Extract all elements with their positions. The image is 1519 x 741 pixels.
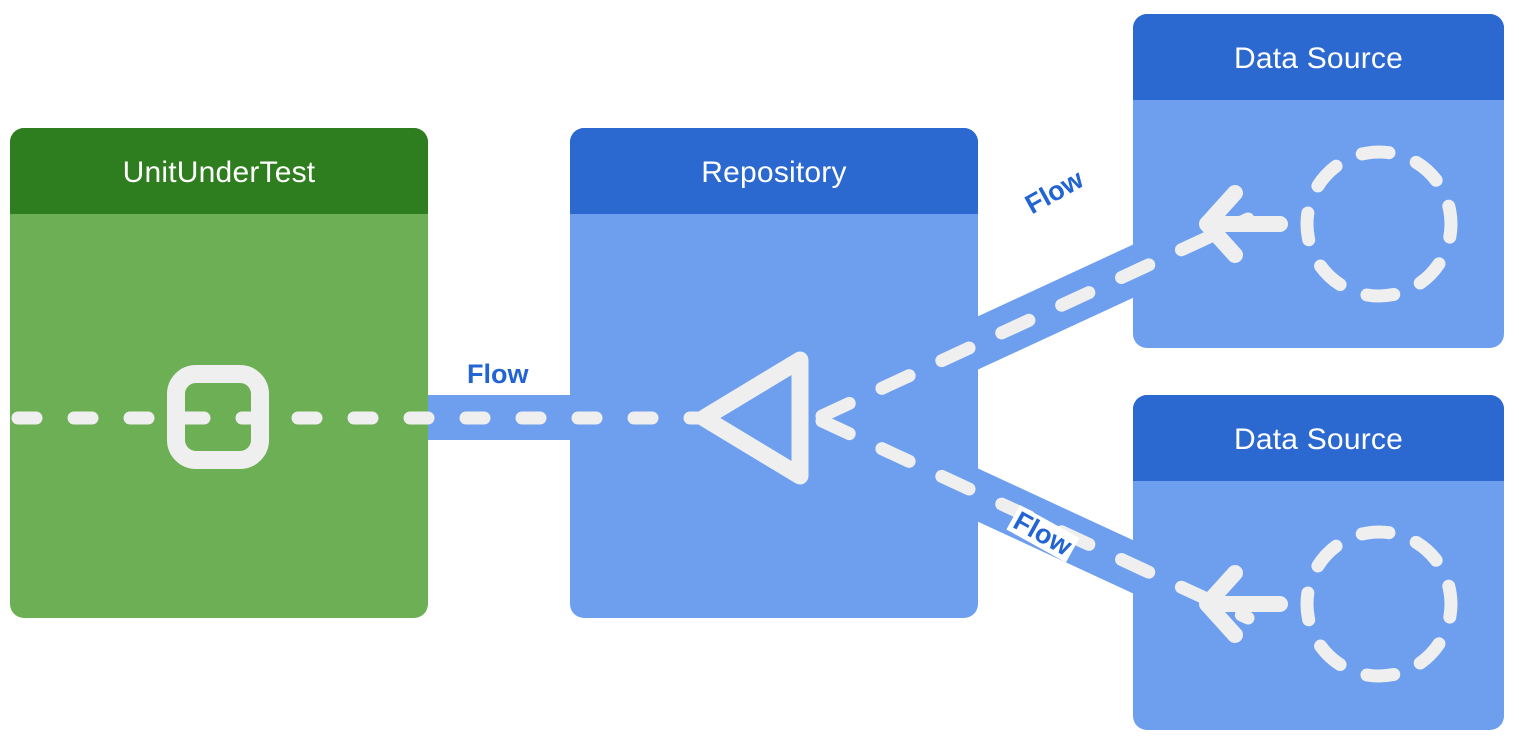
repository-header	[570, 128, 978, 214]
left-arrow-icon-top	[1199, 185, 1288, 263]
left-triangle-icon	[695, 351, 809, 485]
flow-label-uut-repository: Flow	[464, 360, 532, 388]
left-arrow-icon-bottom	[1199, 565, 1288, 643]
data-source-top-header	[1133, 14, 1504, 100]
dashed-circle-icon-top	[1300, 145, 1458, 303]
dashed-circle-icon-bottom	[1300, 525, 1458, 683]
rounded-square-icon	[167, 365, 269, 469]
dash-repository-to-datasource-bottom	[815, 414, 1255, 625]
unit-under-test-header	[10, 128, 428, 214]
flow-dashed-lines	[11, 212, 1255, 625]
data-source-bottom-header	[1133, 395, 1504, 481]
dash-repository-to-datasource-top	[815, 212, 1255, 423]
